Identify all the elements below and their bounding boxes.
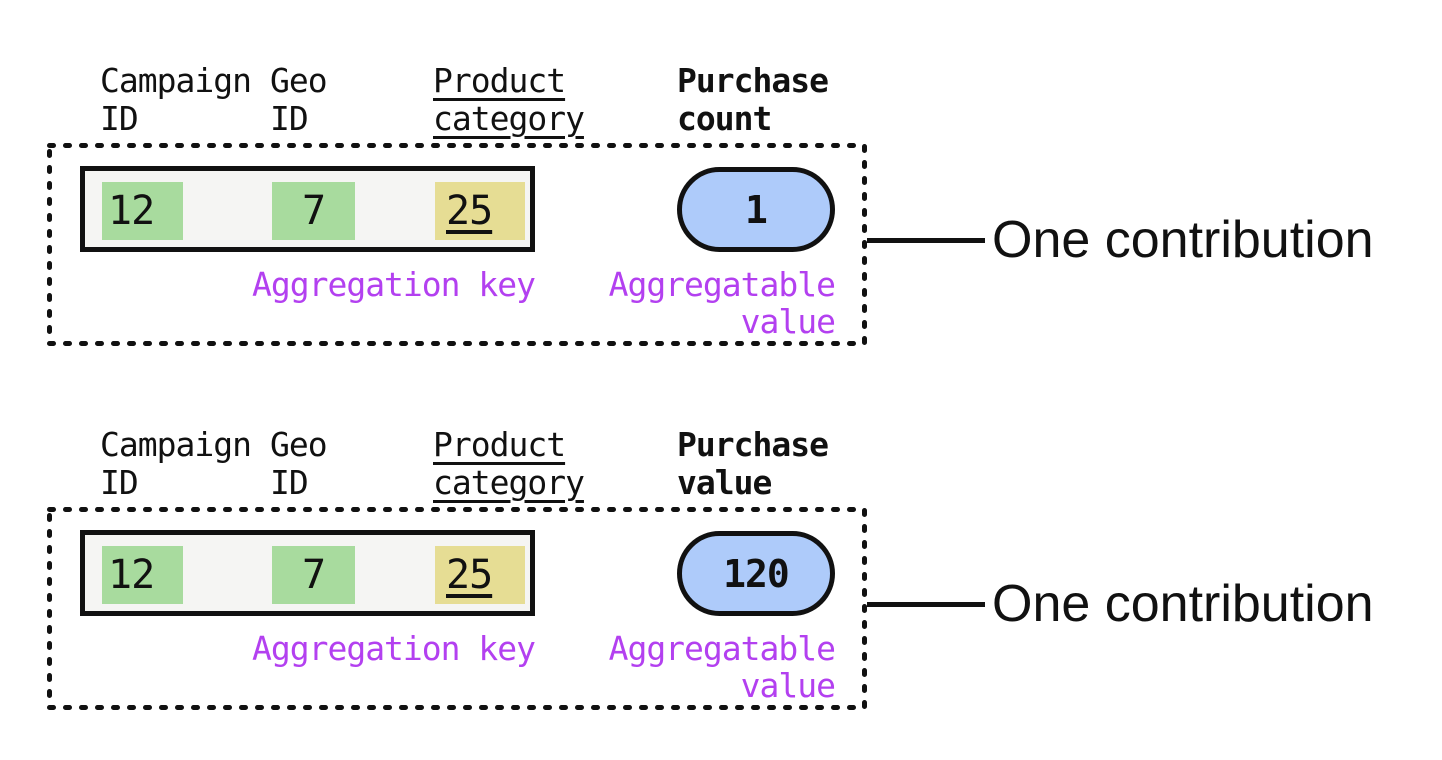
- aggregatable-value-pill: 1: [677, 167, 835, 252]
- contribution-block-purchase-value: Campaign ID Geo ID Product category Purc…: [0, 404, 1442, 734]
- record-strip: 12 7 25: [80, 530, 535, 616]
- column-header-campaign-id: Campaign ID: [100, 61, 252, 138]
- contribution-block-purchase-count: Campaign ID Geo ID Product category Purc…: [0, 40, 1442, 370]
- column-header-product-category: Product category: [433, 425, 585, 502]
- contribution-caption: One contribution: [992, 211, 1374, 269]
- column-header-product-category: Product category: [433, 61, 585, 138]
- record-cell-geo-id: 7: [272, 182, 355, 240]
- record-cell-product-category: 25: [435, 182, 525, 240]
- record-cell-product-category: 25: [435, 546, 525, 604]
- contribution-caption: One contribution: [992, 575, 1374, 633]
- aggregation-key-label: Aggregation key: [251, 629, 536, 668]
- aggregatable-value-label: Aggregatable value: [608, 629, 836, 705]
- aggregatable-value-pill: 120: [677, 531, 835, 616]
- contribution-group-dashed-box: [47, 143, 867, 346]
- column-header-purchase-value: Purchase value: [677, 425, 829, 502]
- column-header-campaign-id: Campaign ID: [100, 425, 252, 502]
- connector-line: [867, 602, 985, 607]
- connector-line: [867, 238, 985, 243]
- column-header-geo-id: Geo ID: [270, 61, 328, 138]
- aggregation-key-label: Aggregation key: [251, 265, 536, 304]
- contribution-group-dashed-box: [47, 507, 867, 710]
- column-header-purchase-count: Purchase count: [677, 61, 829, 138]
- record-cell-campaign-id: 12: [102, 182, 183, 240]
- column-header-geo-id: Geo ID: [270, 425, 328, 502]
- record-strip: 12 7 25: [80, 166, 535, 252]
- record-cell-campaign-id: 12: [102, 546, 183, 604]
- record-cell-geo-id: 7: [272, 546, 355, 604]
- aggregatable-value-label: Aggregatable value: [608, 265, 836, 341]
